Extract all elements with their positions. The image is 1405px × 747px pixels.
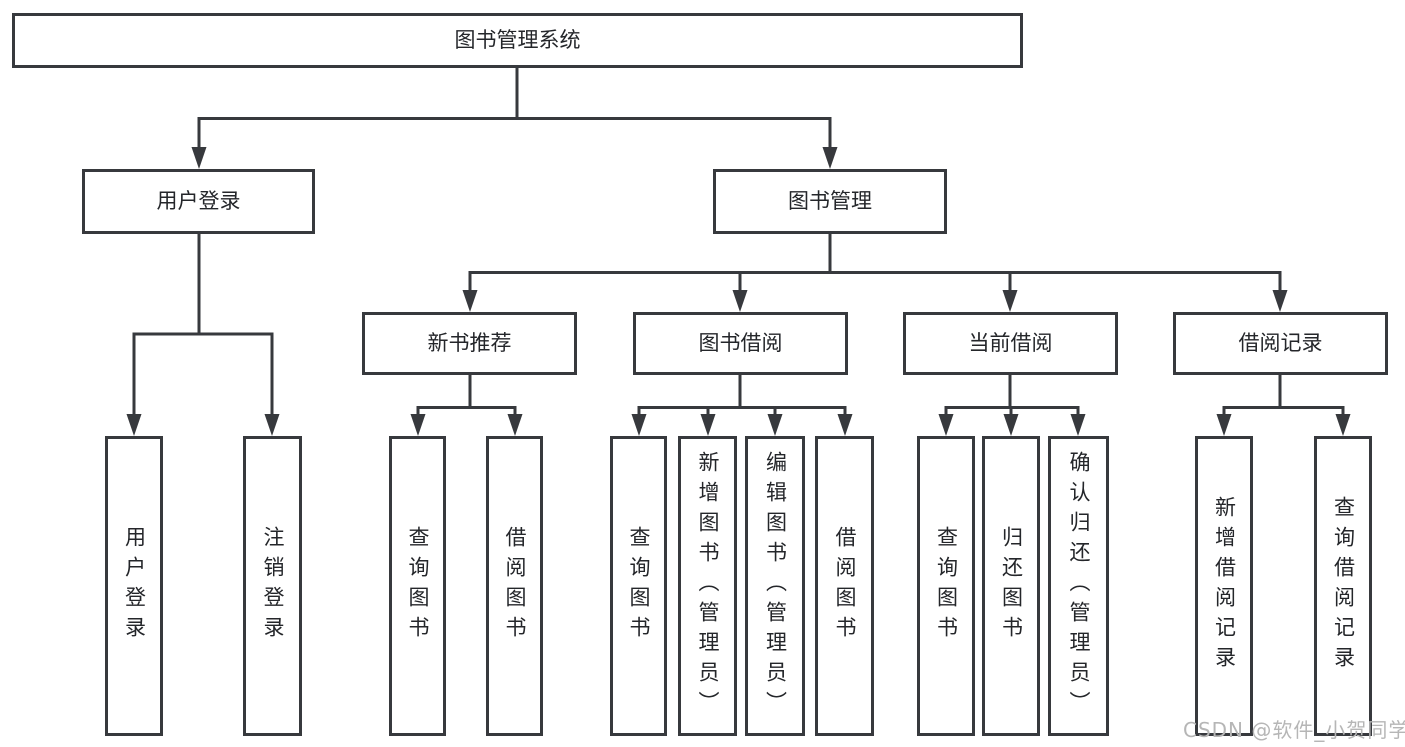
node-book-borrow: 图书借阅 (633, 312, 848, 375)
leaf-user-login: 用户登录 (105, 436, 163, 736)
node-current-borrow: 当前借阅 (903, 312, 1118, 375)
node-label: 编辑图书（管理员） (763, 451, 788, 721)
node-label: 查询图书 (406, 526, 430, 646)
node-borrow-records: 借阅记录 (1173, 312, 1388, 375)
leaf-logout: 注销登录 (243, 436, 302, 736)
node-label: 查询图书 (934, 526, 959, 646)
node-label: 图书管理系统 (454, 28, 581, 52)
node-label: 图书借阅 (698, 331, 783, 355)
leaf-bb-borrow-books: 借阅图书 (815, 436, 874, 736)
node-label: 确认归还（管理员） (1067, 451, 1091, 721)
node-book-management: 图书管理 (713, 169, 947, 234)
leaf-bb-add-books-admin: 新增图书（管理员） (678, 436, 737, 736)
leaf-nb-query-books: 查询图书 (389, 436, 446, 736)
leaf-cb-query-books: 查询图书 (917, 436, 975, 736)
node-label: 归还图书 (999, 526, 1024, 646)
leaf-nb-borrow-books: 借阅图书 (486, 436, 543, 736)
node-label: 当前借阅 (968, 331, 1053, 355)
node-label: 图书管理 (788, 189, 872, 213)
node-library-management-system: 图书管理系统 (12, 13, 1023, 68)
leaf-bb-edit-books-admin: 编辑图书（管理员） (745, 436, 805, 736)
node-label: 新增借阅记录 (1212, 496, 1237, 676)
node-label: 注销登录 (261, 526, 285, 646)
node-label: 新书推荐 (427, 331, 512, 355)
node-label: 用户登录 (156, 189, 241, 213)
node-label: 查询借阅记录 (1331, 496, 1356, 676)
node-new-book-recommend: 新书推荐 (362, 312, 577, 375)
leaf-cb-return-books: 归还图书 (982, 436, 1040, 736)
leaf-br-query-record: 查询借阅记录 (1314, 436, 1372, 736)
node-label: 借阅图书 (503, 526, 527, 646)
node-user-login: 用户登录 (82, 169, 315, 234)
node-label: 查询图书 (627, 526, 651, 646)
node-label: 新增图书（管理员） (696, 451, 720, 721)
csdn-watermark: CSDN @软件_小贺同学 (1183, 718, 1405, 742)
node-label: 借阅记录 (1238, 331, 1323, 355)
node-label: 借阅图书 (833, 526, 857, 646)
leaf-br-add-record: 新增借阅记录 (1195, 436, 1253, 736)
node-label: 用户登录 (122, 526, 147, 646)
leaf-cb-confirm-return-admin: 确认归还（管理员） (1048, 436, 1109, 736)
leaf-bb-query-books: 查询图书 (610, 436, 667, 736)
